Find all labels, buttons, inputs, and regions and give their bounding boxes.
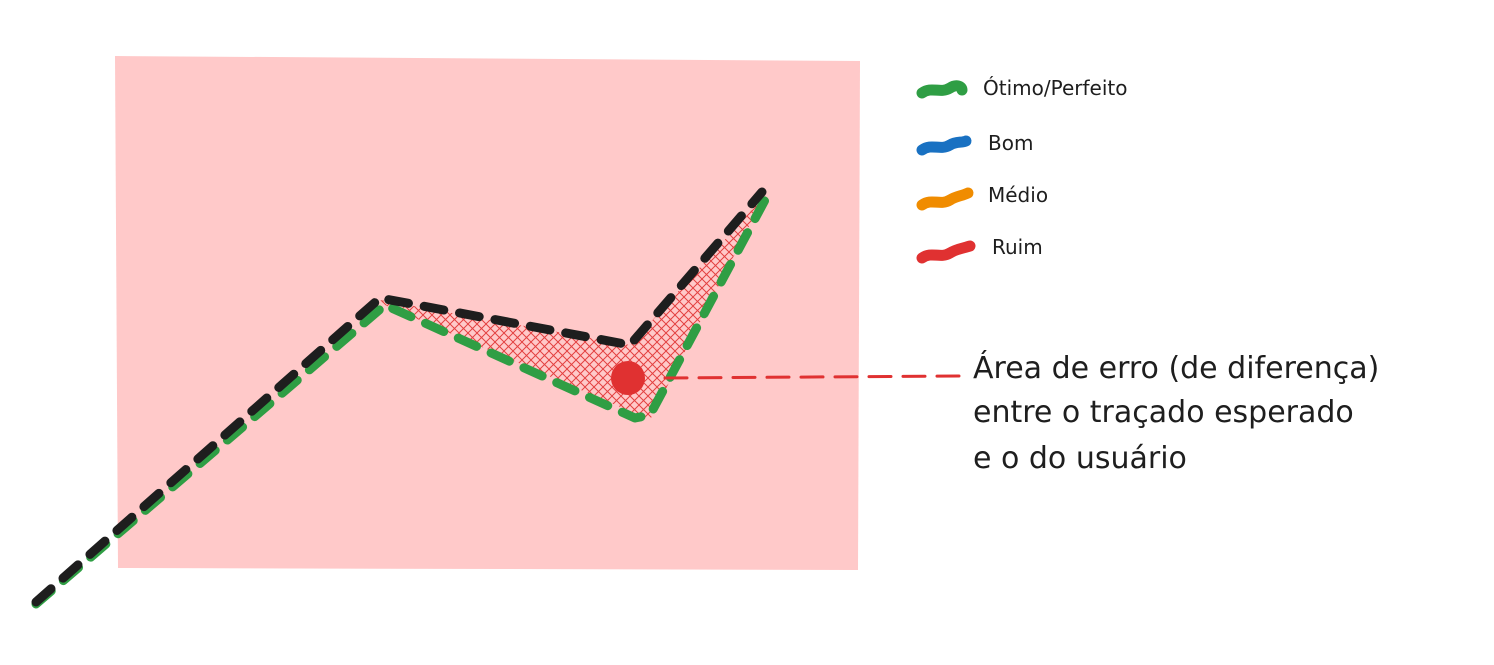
- pointer-line: [663, 374, 962, 380]
- background-panel: [115, 56, 860, 570]
- annotation: Área de erro (de diferença) entre o traç…: [973, 350, 1379, 476]
- legend-item: Médio: [916, 183, 1048, 211]
- error-area: [380, 195, 765, 420]
- red-stroke-icon: [916, 240, 976, 264]
- legend-label: Bom: [988, 131, 1033, 155]
- legend-label: Ruim: [992, 235, 1043, 259]
- blue-stroke-icon: [916, 135, 972, 156]
- legend-item: Ótimo/Perfeito: [916, 76, 1127, 100]
- legend-item: Ruim: [916, 235, 1043, 264]
- expected-path: [31, 195, 770, 609]
- annotation-line: e o do usuário: [973, 441, 1187, 476]
- legend-label: Médio: [988, 183, 1048, 207]
- annotation-line: Área de erro (de diferença): [973, 350, 1379, 386]
- green-stroke-icon: [916, 80, 968, 99]
- legend: Ótimo/Perfeito Bom Médio Ruim: [916, 76, 1127, 264]
- annotation-line: entre o traçado esperado: [973, 395, 1354, 430]
- legend-label: Ótimo/Perfeito: [983, 76, 1127, 100]
- user-path: [31, 187, 767, 607]
- orange-stroke-icon: [916, 187, 974, 211]
- legend-item: Bom: [916, 131, 1033, 156]
- error-point-marker: [611, 361, 645, 395]
